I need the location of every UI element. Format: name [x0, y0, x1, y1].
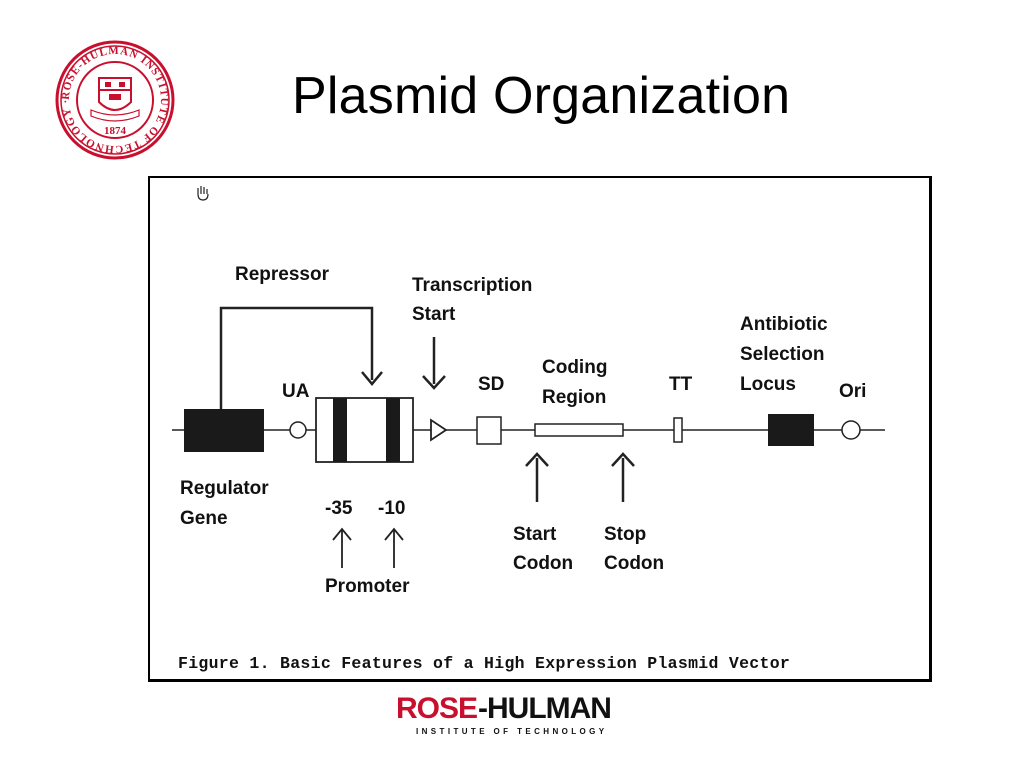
label-start: Start [513, 524, 557, 545]
repressor-arrowhead [361, 371, 383, 386]
promoter-minus35-band [333, 398, 347, 462]
label-ua: UA [282, 381, 310, 402]
label-transcription: Transcription [412, 275, 532, 296]
repressor-arrow-path [219, 306, 374, 409]
regulator-gene-block [184, 409, 264, 452]
slide-title: Plasmid Organization [292, 67, 791, 125]
figure-caption: Figure 1. Basic Features of a High Expre… [178, 654, 791, 673]
label-sd: SD [478, 374, 504, 395]
transcription-start-triangle [430, 418, 448, 442]
label-ori: Ori [839, 381, 866, 402]
label-start-codon: Codon [513, 553, 573, 574]
minus10-arrowhead [384, 527, 404, 541]
label-regulator: Regulator [180, 478, 269, 499]
start-codon-arrowhead [525, 452, 549, 467]
transcription-start-arrowhead [422, 375, 446, 390]
rose-hulman-footer-logo: ROSE -HULMAN INSTITUTE OF TECHNOLOGY [396, 692, 612, 736]
label-transcription-start: Start [412, 304, 456, 325]
rose-hulman-seal-logo: ROSE-HULMAN INSTITUTE OF TECHNOLOGY · 18… [55, 40, 175, 160]
hand-cursor-icon [197, 186, 209, 201]
logo-hulman-text: -HULMAN [478, 692, 611, 725]
label-minus10: -10 [378, 498, 405, 519]
label-tt: TT [669, 374, 693, 395]
ori-circle [841, 420, 861, 440]
logo-subtitle-text: INSTITUTE OF TECHNOLOGY [416, 727, 608, 736]
label-region: Region [542, 387, 606, 408]
label-antibiotic: Antibiotic [740, 314, 828, 335]
sd-box [476, 416, 502, 445]
label-locus: Locus [740, 374, 796, 395]
label-repressor: Repressor [235, 264, 330, 285]
label-stop-codon: Codon [604, 553, 664, 574]
minus35-arrowhead [332, 527, 352, 541]
promoter-minus10-band [386, 398, 400, 462]
label-selection: Selection [740, 344, 824, 365]
antibiotic-locus-block [768, 414, 814, 446]
tt-terminator-box [673, 417, 683, 443]
label-coding: Coding [542, 357, 607, 378]
seal-year: 1874 [104, 125, 127, 137]
logo-rose-text: ROSE [396, 692, 477, 725]
ua-circle [289, 421, 307, 439]
coding-region-box [534, 423, 624, 437]
label-promoter: Promoter [325, 576, 410, 597]
label-stop: Stop [604, 524, 646, 545]
label-gene: Gene [180, 508, 228, 529]
label-minus35: -35 [325, 498, 353, 519]
stop-codon-arrowhead [611, 452, 635, 467]
